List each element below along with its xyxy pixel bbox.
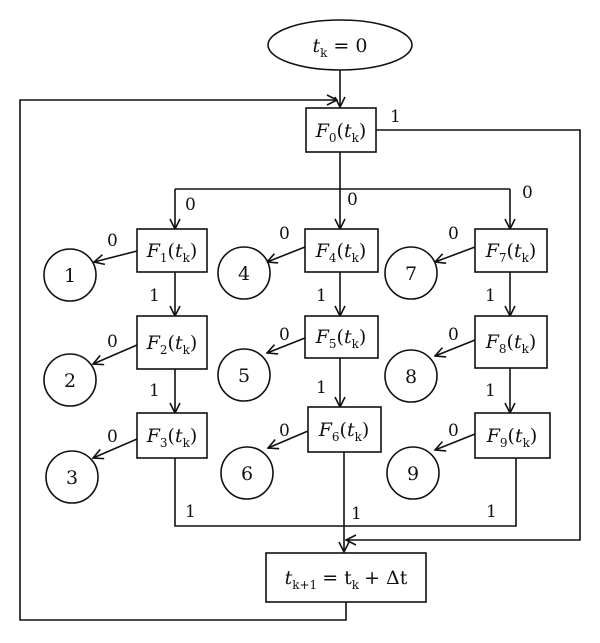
label-f2-f3: 1 [149,381,160,401]
svg-text:F6(tk): F6(tk) [318,419,370,444]
state-3: 3 [45,450,99,504]
f3-box: F3(tk) [136,412,208,459]
svg-text:5: 5 [238,365,250,387]
svg-text:F3(tk): F3(tk) [146,425,198,450]
label-f7-s7: 0 [448,224,459,244]
svg-text:9: 9 [407,463,419,485]
label-f6-s6: 0 [279,421,290,441]
state-5: 5 [217,348,271,402]
f7-box: F7(tk) [474,228,548,273]
svg-text:4: 4 [238,263,250,285]
edge-f8-s8 [435,339,476,356]
f9-box: F9(tk) [474,412,551,459]
edge-f3-s3 [93,438,138,458]
svg-text:3: 3 [66,467,78,489]
label-f2-s2: 0 [107,332,118,352]
edge-labels: 1 0 0 0 0 0 0 0 0 0 0 0 0 1 1 1 1 1 1 1 … [107,107,533,524]
state-2: 2 [43,353,97,407]
edge-loop-back [19,100,347,621]
svg-text:6: 6 [241,463,253,485]
label-f5-f6: 1 [316,378,327,398]
svg-text:F9(tk): F9(tk) [486,425,538,450]
f1-box: F1(tk) [136,228,208,273]
svg-text:8: 8 [405,366,417,388]
f6-box: F6(tk) [307,406,382,453]
f8-box: F8(tk) [474,315,548,369]
label-branch-f7: 0 [522,183,533,203]
start-node: tk= 0 [267,19,413,71]
svg-text:F7(tk): F7(tk) [485,240,537,265]
label-f8-s8: 0 [448,325,459,345]
state-8: 8 [384,349,438,403]
connectors [19,70,581,621]
label-f3-s3: 0 [107,427,118,447]
svg-text:F1(tk): F1(tk) [146,240,198,265]
label-f9-s9: 0 [448,421,459,441]
state-circles: 1 2 3 4 5 6 7 8 9 [43,246,440,504]
start-ellipse [267,19,413,71]
label-f3-merge: 1 [185,502,196,522]
svg-text:F4(tk): F4(tk) [315,240,367,265]
edge-f5-s5 [267,337,306,353]
label-f9-merge: 1 [486,502,497,522]
f4-box: F4(tk) [304,228,379,273]
f2-box: F2(tk) [136,315,208,370]
svg-text:F2(tk): F2(tk) [146,332,198,357]
label-f1-s1: 0 [107,231,118,251]
svg-text:F0(tk): F0(tk) [315,120,367,145]
label-f4-f5: 1 [316,286,327,306]
edge-f9-merge [344,458,517,527]
label-f8-f9: 1 [485,381,496,401]
svg-text:F8(tk): F8(tk) [485,331,537,356]
edge-f7-s7 [435,246,476,262]
f0-box: F0(tk) [305,107,377,153]
start-label: tk= 0 [313,35,368,60]
edge-f6-s6 [268,430,309,448]
svg-text:1: 1 [64,265,76,287]
f5-box: F5(tk) [304,315,379,359]
state-7: 7 [384,246,438,300]
edge-f1-s1 [94,250,138,262]
label-f1-f2: 1 [149,286,160,306]
update-label: tk+1= tk+ Δt [285,567,408,592]
state-1: 1 [43,248,97,302]
edge-f3-merge [174,458,344,527]
label-f7-f8: 1 [485,286,496,306]
edge-f9-s9 [435,433,476,450]
state-4: 4 [217,246,271,300]
edge-f4-s4 [267,246,306,262]
svg-text:F5(tk): F5(tk) [315,326,367,351]
update-node: tk+1= tk+ Δt [265,552,427,603]
state-9: 9 [386,446,440,500]
label-branch-f1: 0 [185,195,196,215]
update-box [265,552,427,603]
function-boxes: F0(tk) F1(tk) F2(tk) F3(tk) F4(tk) F5(tk… [136,107,551,459]
label-f5-s5: 0 [279,325,290,345]
edge-f0-to-update [346,129,581,540]
edge-f2-s2 [93,344,138,364]
label-f6-merge: 1 [351,504,362,524]
svg-text:2: 2 [64,370,76,392]
state-6: 6 [220,446,274,500]
label-branch-f4: 0 [347,190,358,210]
label-f0-right: 1 [390,107,401,127]
label-f4-s4: 0 [279,224,290,244]
svg-text:7: 7 [405,263,417,285]
